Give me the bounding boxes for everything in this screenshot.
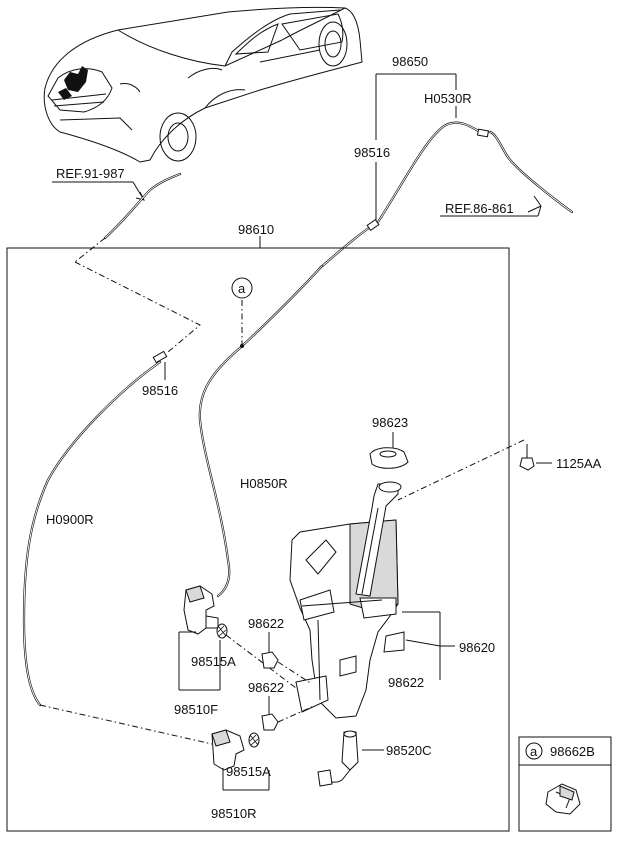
inset-a-letter: a (530, 744, 538, 759)
assembly-boundary-box (6, 247, 510, 832)
label-98622-b: 98622 (248, 680, 284, 695)
filler-cap (369, 432, 409, 469)
front-pump-grommet (216, 623, 297, 689)
label-98510f: 98510F (174, 702, 218, 717)
label-ref-91-987: REF.91-987 (56, 166, 125, 181)
rear-washer-pump (211, 729, 270, 791)
grommet-98622-upper (261, 632, 313, 685)
label-98650: 98650 (392, 54, 428, 69)
label-h0850r: H0850R (240, 476, 288, 491)
label-1125aa: 1125AA (556, 456, 602, 471)
callout-a-letter: a (238, 281, 246, 296)
label-98515a-b: 98515A (226, 764, 271, 779)
label-98515a-a: 98515A (191, 654, 236, 669)
label-98516-top: 98516 (354, 145, 390, 160)
vehicle-illustration (43, 6, 363, 163)
washer-reservoir (289, 481, 405, 719)
grommet-98622-lower (261, 696, 315, 731)
level-sensor (317, 730, 384, 787)
label-98610: 98610 (238, 222, 274, 237)
label-98623: 98623 (372, 415, 408, 430)
label-98620: 98620 (459, 640, 495, 655)
rear-pump-grommet (248, 732, 260, 748)
front-hose-ref (52, 172, 182, 263)
hose-h0850r (198, 264, 324, 598)
label-98520c: 98520C (386, 743, 432, 758)
callout-a-circle (231, 277, 253, 299)
label-h0530r: H0530R (424, 91, 472, 106)
label-h0900r: H0900R (46, 512, 94, 527)
label-98516-mid: 98516 (142, 383, 178, 398)
mounting-bolt (397, 439, 552, 501)
rear-hose-assembly (318, 73, 574, 270)
inset-box-98662b (518, 736, 612, 832)
label-98662b: 98662B (550, 744, 595, 759)
label-98622-c: 98622 (388, 675, 424, 690)
front-washer-pump (178, 585, 221, 691)
label-98510r: 98510R (211, 806, 257, 821)
label-ref-86-861: REF.86-861 (445, 201, 514, 216)
text-labels: 98650 H0530R 98516 REF.86-861 REF.91-987… (46, 54, 602, 821)
label-98622-a: 98622 (248, 616, 284, 631)
hose-h0900r (22, 350, 213, 745)
